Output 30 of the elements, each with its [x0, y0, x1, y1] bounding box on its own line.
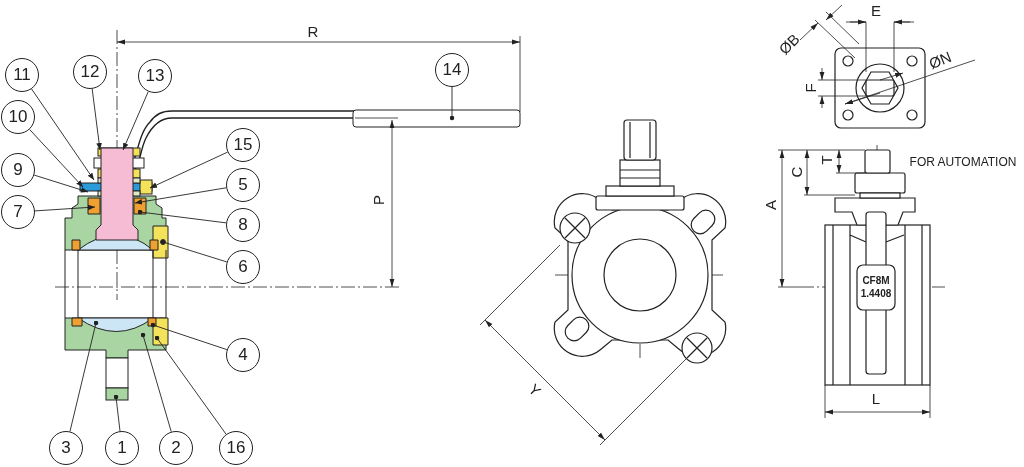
callout-number: 12: [73, 55, 107, 89]
callout-number: 6: [226, 250, 260, 284]
dimension-label: T: [818, 155, 834, 165]
dimension-label: A: [762, 200, 778, 210]
callout-number: 16: [219, 431, 253, 465]
callout-number: 5: [226, 168, 260, 202]
dimension-label: P: [370, 195, 386, 205]
callout-number: 8: [226, 208, 260, 242]
callout-number: 13: [138, 59, 172, 93]
dimension-label: L: [871, 390, 881, 406]
note: FOR AUTOMATION: [909, 156, 1017, 168]
callout-number: 2: [159, 431, 193, 465]
callout-number: 10: [1, 100, 35, 134]
callout-number: 11: [5, 58, 39, 92]
dimension-label: ØN: [926, 48, 954, 72]
dimension-label: C: [788, 166, 804, 178]
dimension-label: E: [871, 2, 881, 18]
callout-number: 14: [435, 53, 469, 87]
dimension-label: F: [802, 83, 818, 93]
callout-number: 3: [49, 431, 83, 465]
dimension-label: R: [307, 23, 319, 39]
callout-number: 1: [105, 431, 139, 465]
dimension-label: Y: [526, 381, 544, 399]
callout-number: 7: [1, 195, 35, 229]
material-marking: 1.4408: [860, 289, 892, 299]
callout-number: 15: [226, 128, 260, 162]
callout-number: 9: [1, 153, 35, 187]
callout-number: 4: [226, 338, 260, 372]
dimension-label: ØB: [776, 31, 802, 57]
material-marking: CF8M: [862, 276, 890, 286]
